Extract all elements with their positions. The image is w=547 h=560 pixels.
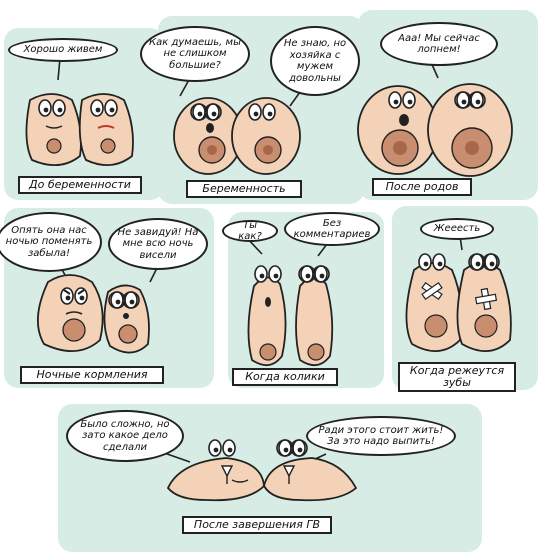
caption-teething: Когда режеутся зубы [398, 362, 516, 392]
speech-bubble-after-breastfeeding-2: Ради этого стоит жить! За это надо выпит… [306, 416, 456, 456]
speech-bubble-after-breastfeeding-1: Было сложно, но зато какое дело сделали [66, 410, 184, 462]
speech-bubble-colic-2: Без комментариев [284, 212, 380, 246]
speech-bubble-night-feeding-2: Не завидуй! На мне всю ночь висели [108, 218, 208, 270]
breasts-night-feeding [36, 274, 150, 354]
breasts-before-pregnancy [25, 93, 134, 166]
speech-bubble-night-feeding-1: Опять она нас ночью поменять забыла! [0, 212, 102, 272]
speech-bubble-pregnancy-1: Как думаешь, мы не слишком большие? [140, 26, 250, 82]
caption-night-feeding: Ночные кормления [20, 366, 164, 384]
breasts-after-breastfeeding [166, 439, 358, 502]
speech-bubble-teething: Жееесть [420, 218, 494, 240]
breasts-pregnancy [173, 97, 301, 175]
caption-after-birth: После родов [372, 178, 472, 196]
caption-pregnancy: Беременность [186, 180, 302, 198]
caption-after-breastfeeding: После завершения ГВ [182, 516, 332, 534]
speech-bubble-after-birth: Ааа! Мы сейчас лопнем! [380, 22, 498, 66]
breasts-colic [247, 265, 334, 366]
breasts-teething [405, 253, 512, 352]
speech-bubble-pregnancy-2: Не знаю, но хозяйка с мужем довольны [270, 26, 360, 96]
caption-colic: Когда колики [232, 368, 338, 386]
speech-bubble-before-pregnancy: Хорошо живем [8, 38, 118, 62]
caption-before-pregnancy: До беременности [18, 176, 142, 194]
breasts-after-birth [357, 83, 513, 177]
speech-bubble-colic-1: Ты как? [222, 220, 278, 242]
